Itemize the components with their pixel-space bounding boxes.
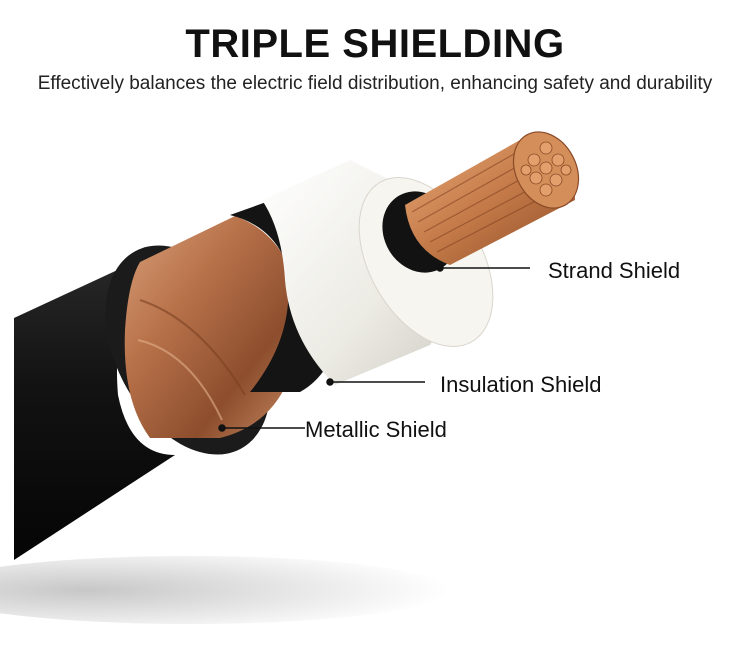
page-subtitle: Effectively balances the electric field …	[37, 73, 713, 94]
cable-shadow	[0, 556, 450, 624]
insulation-shield-label: Insulation Shield	[440, 372, 602, 397]
callout-leader-lines	[218, 264, 530, 432]
metallic-shield-seam	[137, 339, 223, 421]
metallic-shield	[124, 216, 300, 438]
page-title: TRIPLE SHIELDING	[185, 22, 565, 66]
strand-shield-label: Strand Shield	[548, 258, 681, 283]
outer-jacket	[14, 248, 175, 560]
metallic-shield-label: Metallic Shield	[305, 417, 447, 442]
conductor-strand-ends	[520, 141, 572, 197]
metallic-shield-seam	[139, 299, 246, 396]
